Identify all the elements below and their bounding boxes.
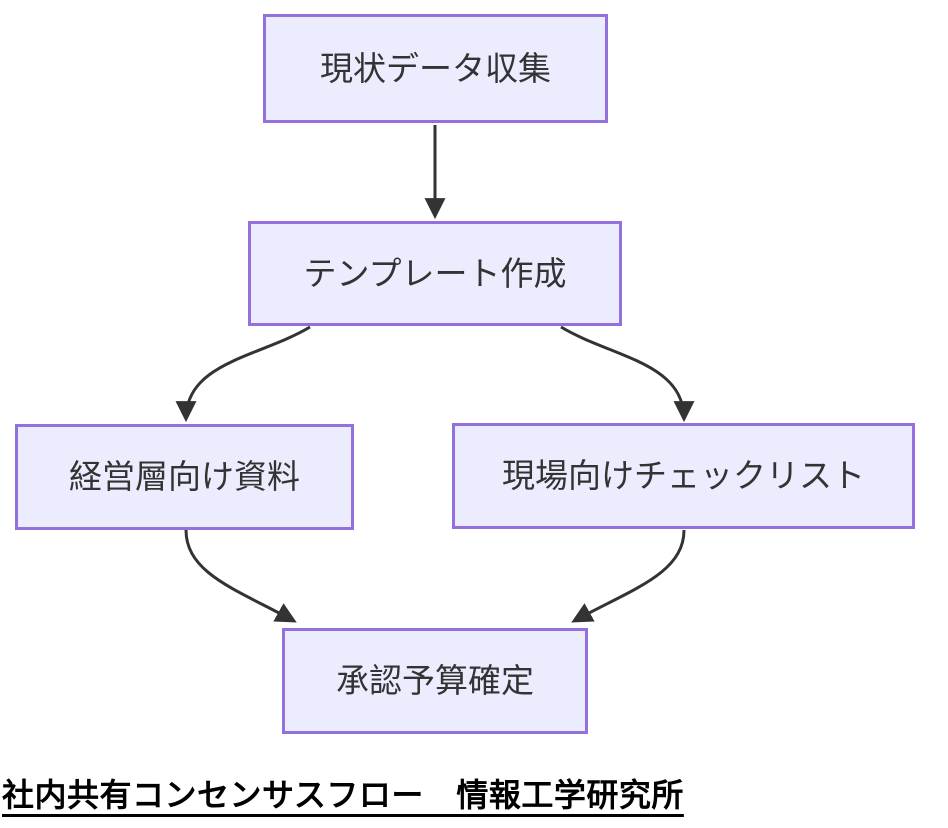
node-label: 経営層向け資料 xyxy=(69,458,300,496)
edge-template-to-field-checklist xyxy=(560,325,695,423)
node-current-data-collection: 現状データ収集 xyxy=(263,14,608,123)
node-label: テンプレート作成 xyxy=(303,254,567,292)
diagram-caption: 社内共有コンセンサスフロー 情報工学研究所 xyxy=(2,777,684,813)
node-field-checklist: 現場向けチェックリスト xyxy=(452,423,915,529)
edge-management-materials-to-approved-budget xyxy=(184,529,297,623)
node-label: 承認予算確定 xyxy=(336,662,534,700)
node-template-creation: テンプレート作成 xyxy=(248,221,622,326)
node-label: 現状データ収集 xyxy=(320,49,551,87)
edge-template-to-management-materials xyxy=(175,325,311,423)
node-approved-budget: 承認予算確定 xyxy=(282,628,588,734)
edge-field-checklist-to-approved-budget xyxy=(571,529,686,623)
node-management-materials: 経営層向け資料 xyxy=(15,424,354,530)
node-label: 現場向けチェックリスト xyxy=(502,457,865,495)
